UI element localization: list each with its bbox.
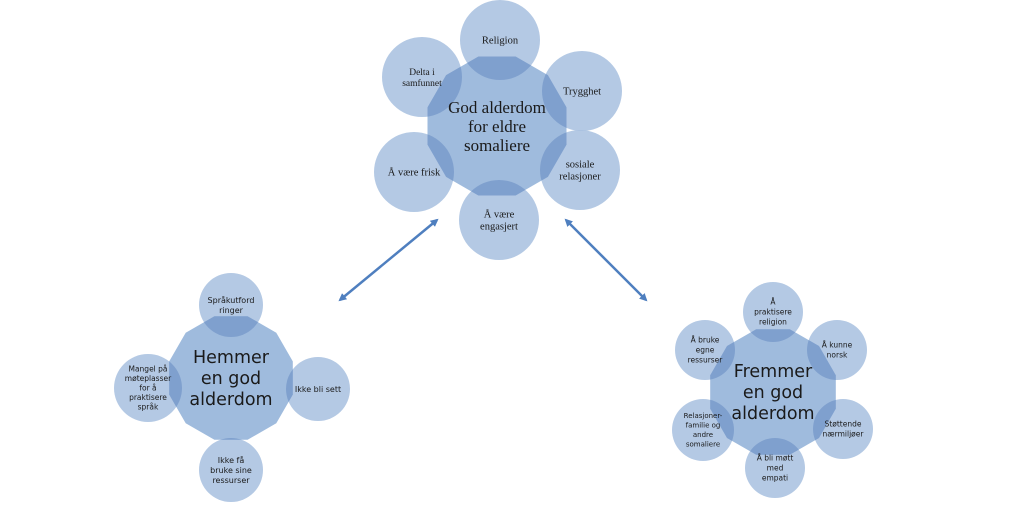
center-shape-right — [710, 329, 836, 455]
satellite-label-religion: Religion — [482, 36, 519, 47]
center-shape-top — [427, 56, 567, 196]
satellite-circle-left-ikke-bli-sett — [286, 357, 350, 421]
satellite-label-trygghet: Trygghet — [563, 87, 601, 98]
overlap-segment-right-3 — [745, 438, 805, 455]
satellite-circle-top-a-vaere-engasjert — [459, 180, 539, 260]
satellite-circle-left-ikke-fa-bruke-sine-ressurser — [199, 438, 263, 502]
overlap-segment-top-0 — [460, 56, 540, 80]
satellite-label-ikke-bli-sett: Ikke bli sett — [295, 385, 341, 394]
satellite-circle-left-mangel-pa-moteplasser-for-a-praktisere-sprak — [114, 354, 182, 422]
satellite-label-a-vaere-frisk: Å være frisk — [388, 167, 441, 179]
arrow-top-left — [338, 218, 439, 302]
satellite-circle-right-a-praktisere-religion — [743, 282, 803, 342]
center-shape-left — [169, 316, 293, 440]
overlap-segment-left-0 — [199, 316, 263, 337]
arrow-top-right — [564, 218, 648, 302]
